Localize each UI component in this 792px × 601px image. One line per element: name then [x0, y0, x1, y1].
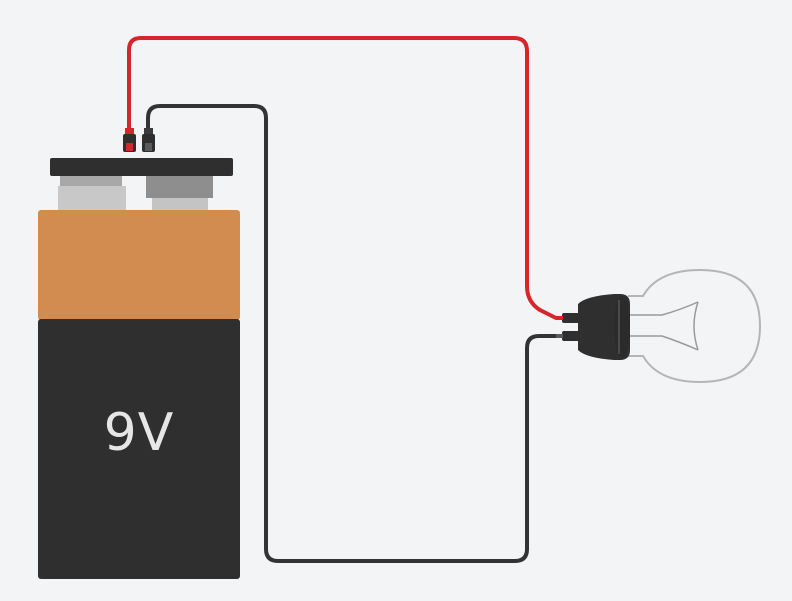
negative-terminal[interactable]	[146, 176, 213, 210]
positive-terminal[interactable]	[58, 176, 126, 210]
negative-clip[interactable]	[142, 128, 155, 152]
positive-clip[interactable]	[123, 128, 136, 152]
bulb-negative-pin[interactable]	[556, 331, 580, 341]
bulb-socket	[578, 294, 630, 360]
battery-9v[interactable]: 9V	[38, 158, 240, 579]
battery-voltage-label: 9V	[104, 403, 175, 463]
positive-wire[interactable]	[127, 36, 568, 320]
battery-top-band	[38, 210, 240, 320]
battery-cap	[50, 158, 233, 176]
negative-wire[interactable]	[146, 104, 568, 563]
light-bulb[interactable]	[556, 268, 762, 384]
bulb-positive-pin[interactable]	[556, 313, 580, 323]
bulb-glass	[628, 268, 762, 384]
bulb-filament	[628, 301, 699, 351]
battery-body	[38, 319, 240, 579]
